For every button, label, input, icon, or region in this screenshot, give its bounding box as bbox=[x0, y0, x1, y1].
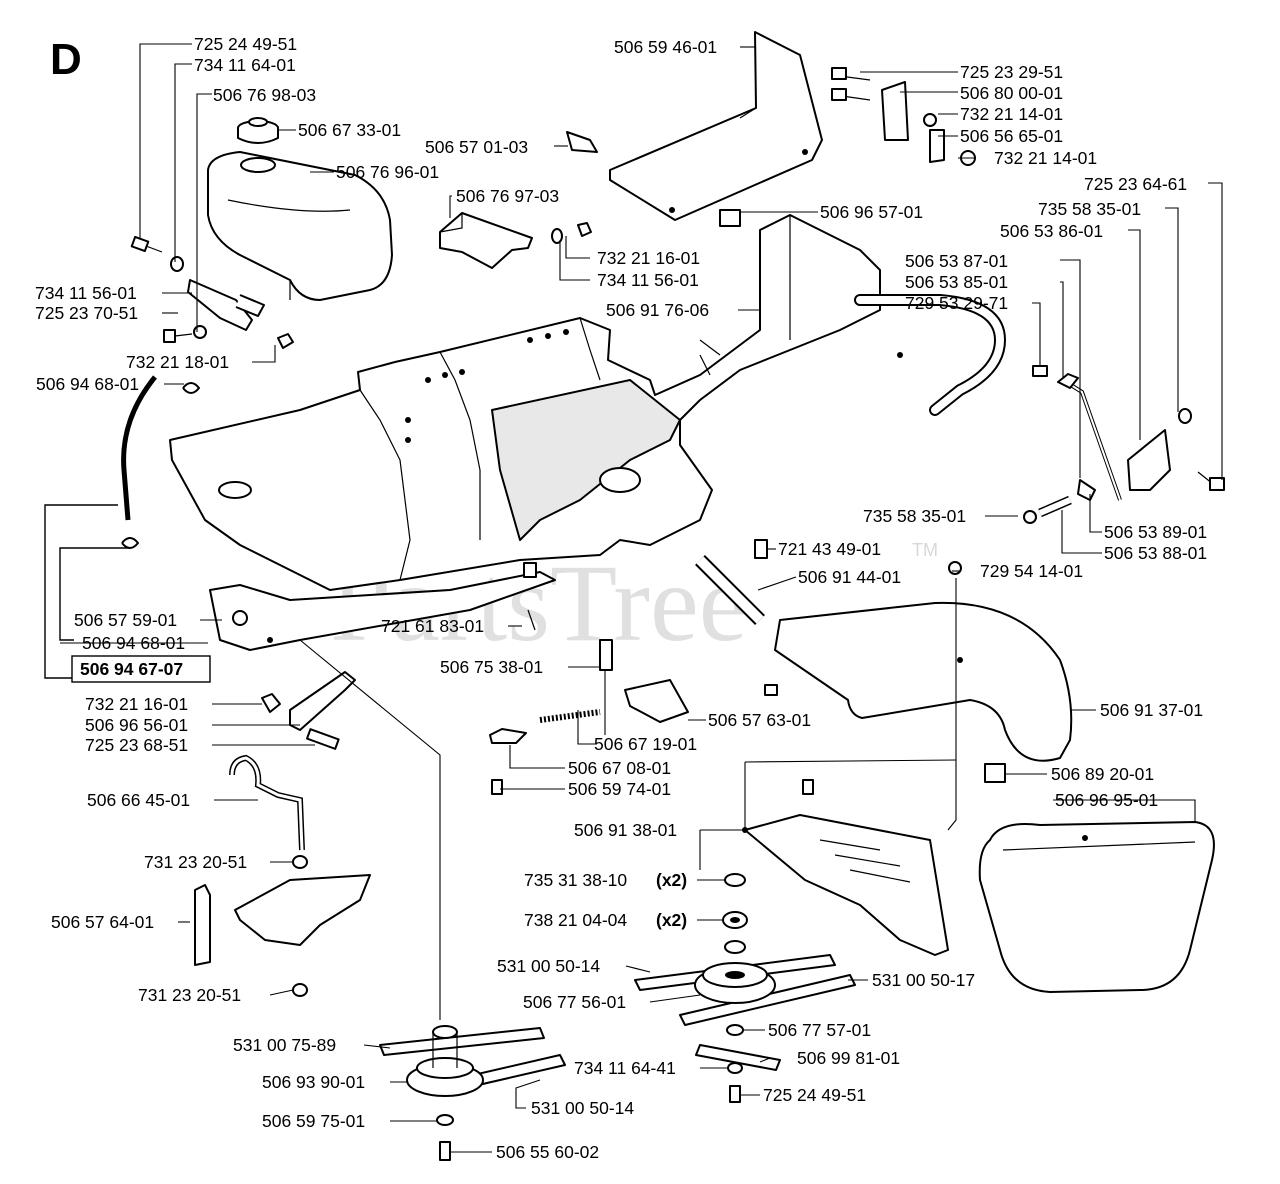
part-label: 506 67 08-01 bbox=[568, 758, 671, 778]
side-panel-icon bbox=[978, 763, 1215, 993]
part-label: 506 77 57-01 bbox=[768, 1020, 871, 1040]
part-label: 506 59 75-01 bbox=[262, 1111, 365, 1131]
part-label: 725 24 49-51 bbox=[763, 1085, 866, 1105]
part-graphics bbox=[44, 31, 1225, 1161]
part-label: 506 91 37-01 bbox=[1100, 700, 1203, 720]
tank-strap-icon bbox=[187, 279, 265, 331]
part-label: 506 91 44-01 bbox=[798, 567, 901, 587]
chassis-frame-icon bbox=[169, 209, 1007, 591]
part-label: 735 58 35-01 bbox=[1038, 199, 1141, 219]
part-label: 506 96 57-01 bbox=[820, 202, 923, 222]
part-label: 506 99 81-01 bbox=[797, 1048, 900, 1068]
tank-bracket-icon bbox=[439, 212, 533, 269]
part-label: 506 53 88-01 bbox=[1104, 543, 1207, 563]
belt-guard-icon bbox=[742, 779, 949, 956]
part-label: 734 11 64-01 bbox=[194, 55, 296, 75]
part-label: 531 00 75-89 bbox=[233, 1035, 336, 1055]
linkage-rod-icon bbox=[1023, 365, 1225, 524]
part-label: 506 57 64-01 bbox=[51, 912, 154, 932]
part-label: 506 96 95-01 bbox=[1055, 790, 1158, 810]
part-label: 735 58 35-01 bbox=[863, 506, 966, 526]
right-pulley-icon bbox=[634, 954, 856, 1103]
part-label: 506 53 87-01 bbox=[905, 251, 1008, 271]
quantity-label: (x2) bbox=[656, 870, 687, 890]
part-label: 506 96 56-01 bbox=[85, 715, 188, 735]
part-label: 506 53 89-01 bbox=[1104, 522, 1207, 542]
part-label: 506 76 96-01 bbox=[336, 162, 439, 182]
part-label: 506 77 56-01 bbox=[523, 992, 626, 1012]
part-label: 506 66 45-01 bbox=[87, 790, 190, 810]
fuel-cap-icon bbox=[237, 117, 279, 144]
part-label: 506 55 60-02 bbox=[496, 1142, 599, 1162]
part-label: 506 67 19-01 bbox=[594, 734, 697, 754]
frame-rail-icon bbox=[209, 571, 556, 651]
part-label: 731 23 20-51 bbox=[144, 852, 247, 872]
part-label: 725 23 70-51 bbox=[35, 303, 138, 323]
part-label: 506 75 38-01 bbox=[440, 657, 543, 677]
part-label: 732 21 16-01 bbox=[85, 694, 188, 714]
part-label: 506 59 74-01 bbox=[568, 779, 671, 799]
part-label: 506 76 98-03 bbox=[213, 85, 316, 105]
part-label: 506 57 59-01 bbox=[74, 610, 177, 630]
part-label: 506 80 00-01 bbox=[960, 83, 1063, 103]
part-label: 506 94 68-01 bbox=[36, 374, 139, 394]
part-label: 734 11 56-01 bbox=[597, 270, 699, 290]
part-label: 732 21 16-01 bbox=[597, 248, 700, 268]
bearing-stack-icon bbox=[722, 873, 748, 954]
part-label: 506 91 76-06 bbox=[606, 300, 709, 320]
part-label: 506 53 85-01 bbox=[905, 272, 1008, 292]
watermark-tm: TM bbox=[912, 540, 938, 560]
part-label: 506 59 46-01 bbox=[614, 37, 717, 57]
seat-plate-icon bbox=[566, 31, 823, 221]
leader-lines bbox=[60, 43, 1223, 1153]
part-label: 725 24 49-51 bbox=[194, 34, 297, 54]
part-label: 506 57 63-01 bbox=[708, 710, 811, 730]
part-label: 731 23 20-51 bbox=[138, 985, 241, 1005]
left-pulley-icon bbox=[379, 1025, 566, 1161]
part-label: 729 54 14-01 bbox=[980, 561, 1083, 581]
part-label: 531 00 50-17 bbox=[872, 970, 975, 990]
part-label: 729 53 29-71 bbox=[905, 293, 1008, 313]
part-label: 531 00 50-14 bbox=[531, 1098, 634, 1118]
part-label: 506 76 97-03 bbox=[456, 186, 559, 206]
quantity-label: (x2) bbox=[656, 910, 687, 930]
belt-cover-icon bbox=[764, 561, 1073, 762]
part-label: 506 93 90-01 bbox=[262, 1072, 365, 1092]
part-label: 506 56 65-01 bbox=[960, 126, 1063, 146]
part-label: 732 21 14-01 bbox=[960, 104, 1063, 124]
part-labels: 725 24 49-51 734 11 64-01 506 76 98-03 5… bbox=[35, 34, 1207, 1162]
part-label: 732 21 14-01 bbox=[994, 148, 1097, 168]
part-label: 506 57 01-03 bbox=[425, 137, 528, 157]
kit-part-label: 506 94 67-07 bbox=[80, 659, 183, 679]
section-letter: D bbox=[50, 35, 82, 84]
latch-bracket-icon bbox=[831, 67, 976, 166]
fuel-tank-icon bbox=[207, 151, 393, 301]
part-label: 734 11 56-01 bbox=[35, 283, 137, 303]
part-label: 506 53 86-01 bbox=[1000, 221, 1103, 241]
part-label: 531 00 50-14 bbox=[497, 956, 600, 976]
part-label: 506 94 68-01 bbox=[82, 633, 185, 653]
part-label: 734 11 64-41 bbox=[574, 1058, 676, 1078]
part-label: 732 21 18-01 bbox=[126, 352, 229, 372]
part-label: 725 23 64-61 bbox=[1084, 174, 1187, 194]
part-label: 738 21 04-04 bbox=[524, 910, 627, 930]
kit-label-box bbox=[71, 655, 211, 683]
part-label: 721 43 49-01 bbox=[778, 539, 881, 559]
fuel-hose-icon bbox=[121, 375, 157, 521]
part-label: 725 23 68-51 bbox=[85, 735, 188, 755]
hardware-icons bbox=[121, 222, 592, 549]
kit-bracket-line bbox=[44, 504, 118, 679]
part-label: 725 23 29-51 bbox=[960, 62, 1063, 82]
brake-linkage-icon bbox=[194, 671, 371, 997]
part-label: 506 67 33-01 bbox=[298, 120, 401, 140]
part-label: 735 31 38-10 bbox=[524, 870, 627, 890]
part-label: 506 91 38-01 bbox=[574, 820, 677, 840]
part-label: 721 61 83-01 bbox=[381, 616, 484, 636]
part-label: 506 89 20-01 bbox=[1051, 764, 1154, 784]
